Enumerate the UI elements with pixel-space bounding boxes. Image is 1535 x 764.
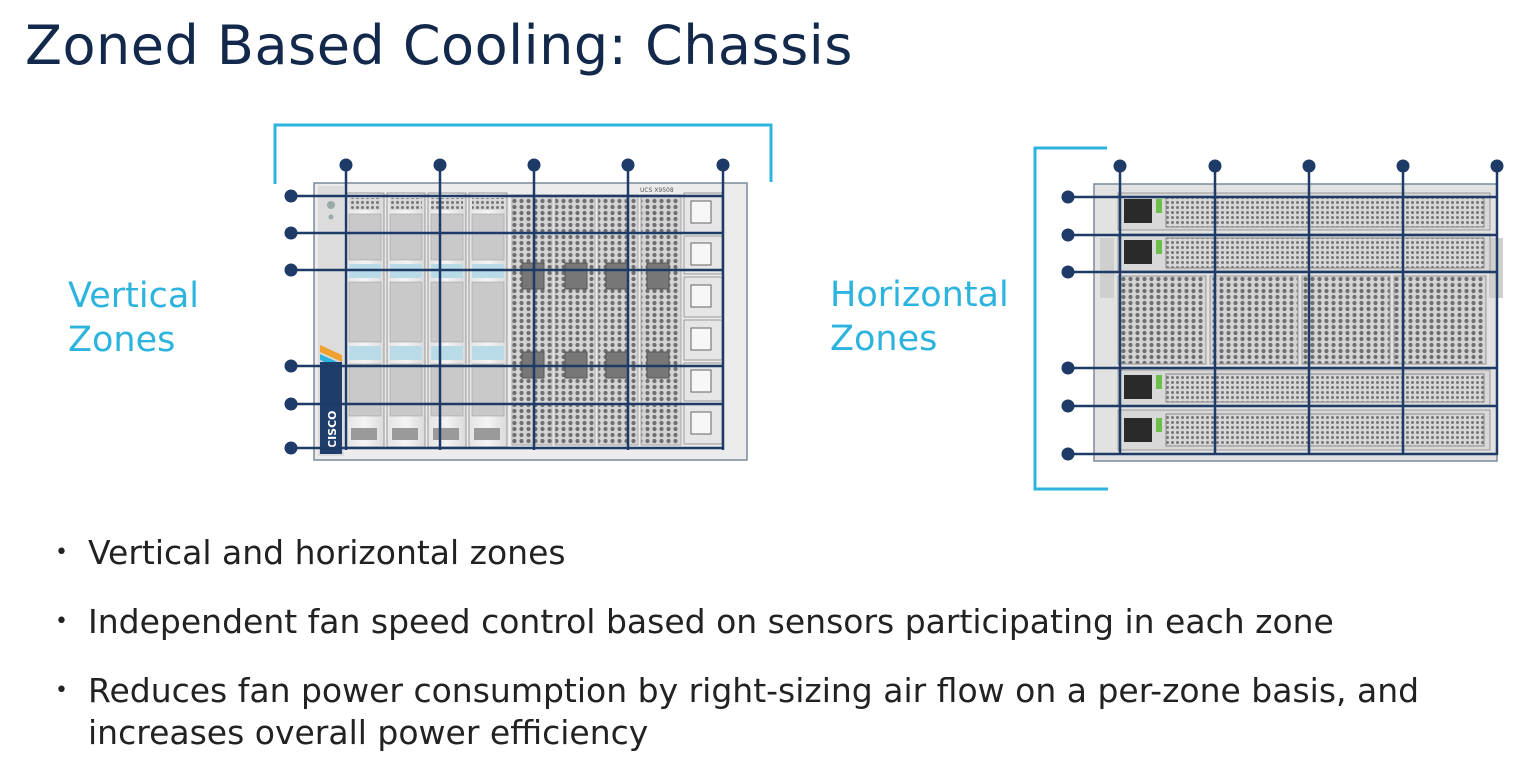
zone-dot <box>1061 190 1075 204</box>
chassis-model-label: UCS X9508 <box>640 187 674 194</box>
fan-modules <box>1117 275 1487 365</box>
horizontal-zones-bracket <box>1033 146 1108 491</box>
front-zone-lines <box>291 165 725 450</box>
bullet-dot: • <box>55 609 68 634</box>
badge-stripe-orange <box>320 345 342 362</box>
fan-module <box>1209 275 1299 365</box>
zone-dot <box>1302 159 1316 173</box>
fan-module <box>1117 275 1207 365</box>
status-led-icon <box>328 214 334 220</box>
zone-dot <box>284 263 298 277</box>
vertical-zones-label-line-1: Vertical <box>68 276 200 316</box>
horizontal-zones-label-line-2: Zones <box>830 319 938 359</box>
zone-dot <box>716 158 730 172</box>
horizontal-zones-label: Horizontal Zones <box>830 273 1009 361</box>
zone-dot <box>1061 228 1075 242</box>
zone-dot <box>1061 265 1075 279</box>
rear-top-modules <box>1117 192 1491 272</box>
rear-zone-dots <box>1061 159 1504 461</box>
bullet-dot: • <box>55 678 68 703</box>
zone-dot <box>1396 159 1410 173</box>
zone-dot <box>1208 159 1222 173</box>
cisco-badge <box>320 362 342 454</box>
zone-dot <box>284 441 298 455</box>
vertical-zones-label-line-2: Zones <box>68 320 176 360</box>
zone-dot <box>621 158 635 172</box>
io-modules <box>683 192 723 445</box>
bullet-dot: • <box>55 540 68 565</box>
vertical-zones-label: Vertical Zones <box>68 274 199 362</box>
zone-dot <box>284 397 298 411</box>
fan-module <box>1393 275 1487 365</box>
bullet-text: Vertical and horizontal zones <box>88 533 566 572</box>
zone-dot <box>1061 399 1075 413</box>
bullet-item: • Reduces fan power consumption by right… <box>55 670 1428 754</box>
zone-dot <box>527 158 541 172</box>
zone-dot <box>1061 361 1075 375</box>
cisco-badge-text: CISCO <box>326 410 339 448</box>
zone-dot <box>284 226 298 240</box>
bullet-item: • Independent fan speed control based on… <box>55 601 1428 643</box>
compute-blade <box>386 192 426 448</box>
zone-dot <box>1061 447 1075 461</box>
compute-blade <box>468 192 508 448</box>
zone-dot <box>1490 159 1504 173</box>
rear-chassis <box>1093 183 1503 462</box>
power-button-icon <box>327 201 335 209</box>
side-handle <box>1100 238 1114 298</box>
front-zone-dots <box>284 158 730 455</box>
compute-blade <box>427 192 467 448</box>
compute-blade <box>345 192 385 448</box>
vertical-zones-bracket <box>273 123 773 184</box>
zone-dot <box>284 189 298 203</box>
fan-module <box>1301 275 1391 365</box>
zone-dot <box>284 359 298 373</box>
bullet-list: • Vertical and horizontal zones • Indepe… <box>55 532 1428 754</box>
bullet-text: Reduces fan power consumption by right-s… <box>88 671 1420 752</box>
bullet-item: • Vertical and horizontal zones <box>55 532 1428 574</box>
bullet-text: Independent fan speed control based on s… <box>88 602 1334 641</box>
horizontal-zones-label-line-1: Horizontal <box>830 275 1009 315</box>
page-title: Zoned Based Cooling: Chassis <box>25 14 853 77</box>
zone-dot <box>339 158 353 172</box>
rear-zone-lines <box>1068 166 1499 456</box>
zone-dot <box>1113 159 1127 173</box>
front-chassis: CISCO UCS X9508 <box>313 182 748 461</box>
rear-bottom-modules <box>1117 369 1491 451</box>
zone-dot <box>433 158 447 172</box>
